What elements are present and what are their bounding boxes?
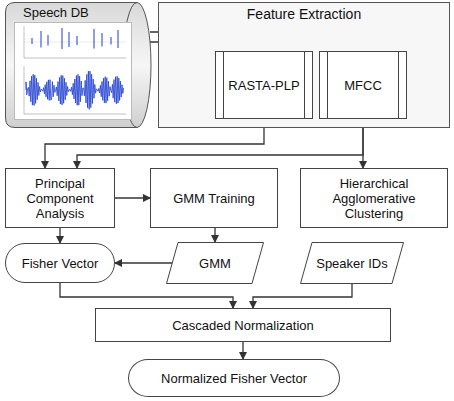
- node-label: MFCC: [344, 78, 382, 93]
- node-label: GMM Training: [173, 191, 255, 206]
- flow-arrow: [253, 284, 352, 308]
- data-parallelogram: GMM: [166, 242, 264, 284]
- node-label: Hierarchical Agglomerative Clustering: [305, 176, 443, 221]
- node-label: Normalized Fisher Vector: [161, 371, 307, 386]
- terminal-oval: Normalized Fisher Vector: [128, 359, 340, 397]
- node-label: Speech DB: [23, 5, 89, 20]
- flow-arrow: [59, 228, 60, 243]
- process-box: RASTA-PLP: [215, 51, 313, 119]
- process-box: Principal Component Analysis: [5, 168, 115, 228]
- data-parallelogram: Speaker IDs: [300, 242, 404, 284]
- node-label: Fisher Vector: [22, 256, 99, 271]
- node-label: Speaker IDs: [316, 256, 388, 271]
- process-box: GMM Training: [150, 168, 278, 228]
- flow-arrow: [242, 342, 243, 359]
- group-box: Feature ExtractionRASTA-PLP MFCC: [158, 2, 450, 128]
- terminal-oval: Fisher Vector: [5, 243, 115, 283]
- node-label: RASTA-PLP: [228, 78, 299, 93]
- waveform-illustration: [14, 22, 132, 120]
- node-label: Feature Extraction: [247, 7, 361, 22]
- process-box: Cascaded Normalization: [95, 308, 391, 342]
- process-box: MFCC: [319, 51, 407, 119]
- node-label: GMM: [199, 256, 231, 271]
- node-label: Cascaded Normalization: [172, 318, 314, 333]
- flow-arrow: [214, 228, 215, 242]
- flow-arrow: [60, 283, 233, 308]
- node-label: Principal Component Analysis: [10, 176, 110, 221]
- process-box: Hierarchical Agglomerative Clustering: [300, 168, 448, 228]
- flow-arrow: [115, 262, 172, 263]
- flow-arrow: [115, 197, 150, 198]
